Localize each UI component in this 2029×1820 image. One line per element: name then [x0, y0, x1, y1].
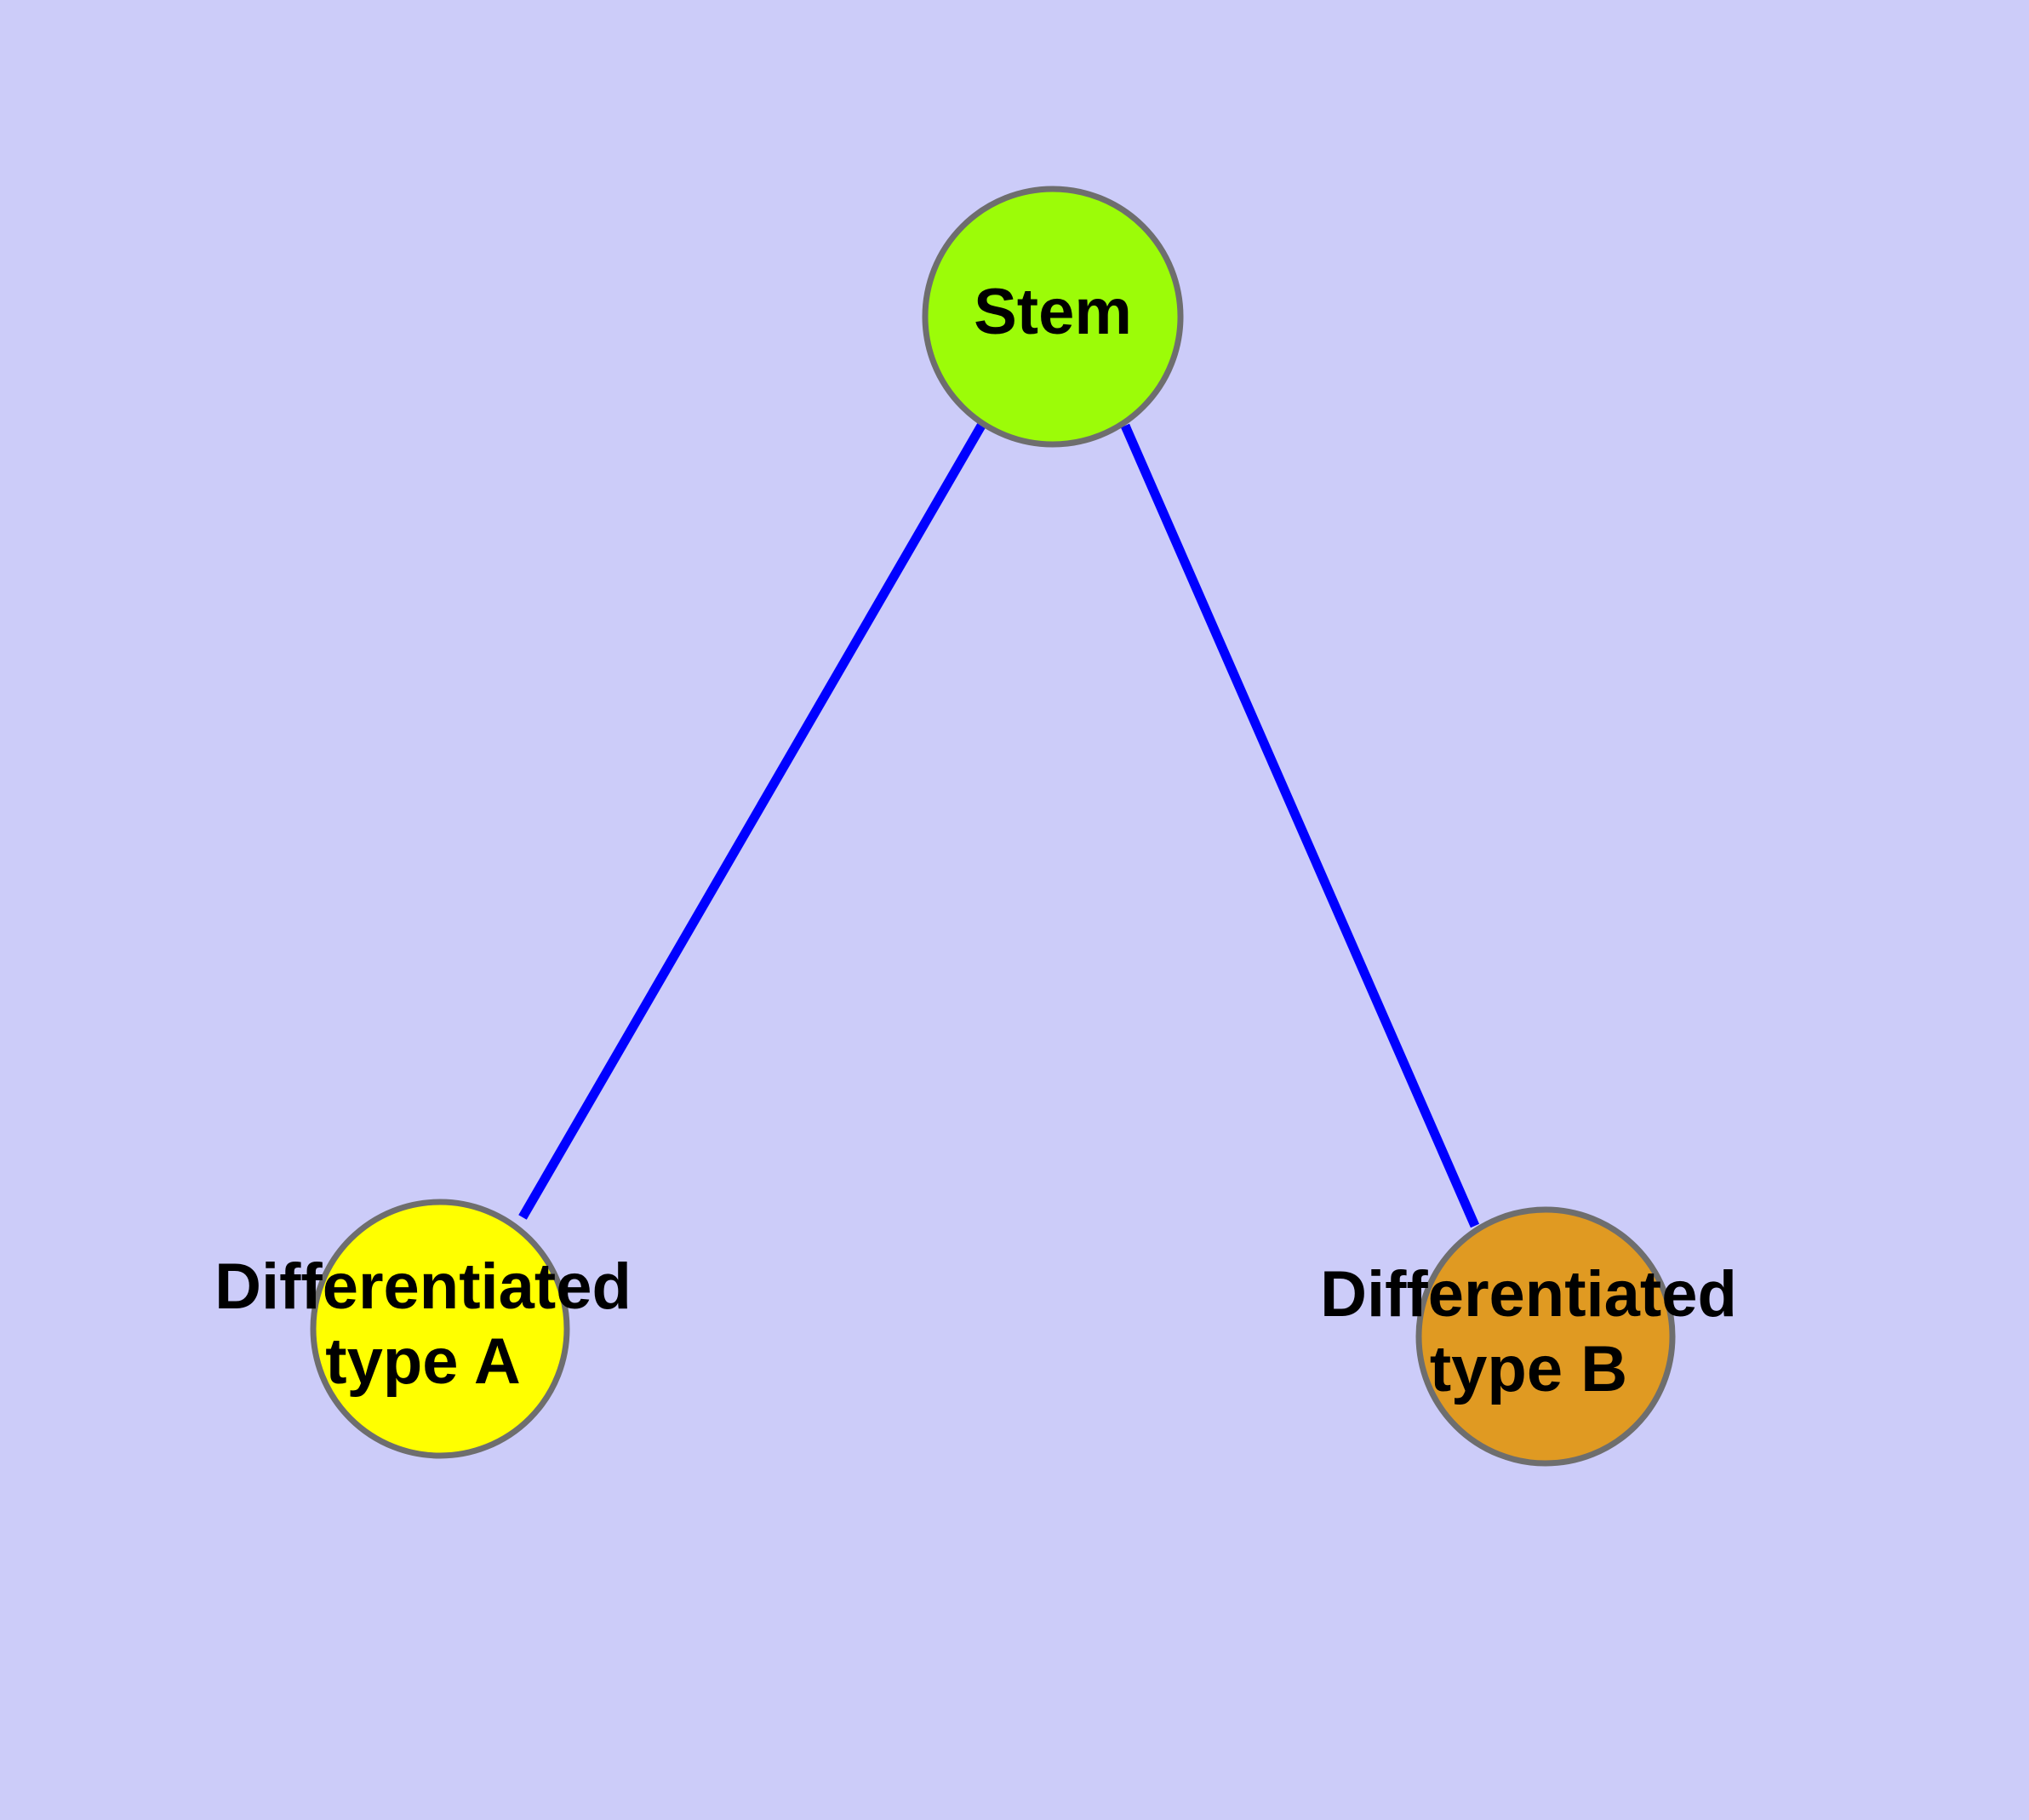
- edges-layer: [518, 423, 1480, 1228]
- node-stem[interactable]: [922, 186, 1184, 448]
- node-label-line: type B: [1430, 1333, 1627, 1405]
- edge-stem-diff-b[interactable]: [1120, 423, 1480, 1228]
- nodes-layer: [310, 186, 1676, 1467]
- edge-stem-diff-a[interactable]: [518, 423, 986, 1220]
- node-label-line: Differentiated: [1320, 1258, 1737, 1331]
- node-diff_b[interactable]: [1415, 1206, 1676, 1467]
- node-label-stem: Stem: [974, 276, 1132, 348]
- node-label-line: type A: [325, 1325, 520, 1398]
- node-diff_a[interactable]: [310, 1199, 570, 1459]
- node-label-line: Differentiated: [214, 1251, 632, 1323]
- node-label-line: Stem: [974, 276, 1132, 348]
